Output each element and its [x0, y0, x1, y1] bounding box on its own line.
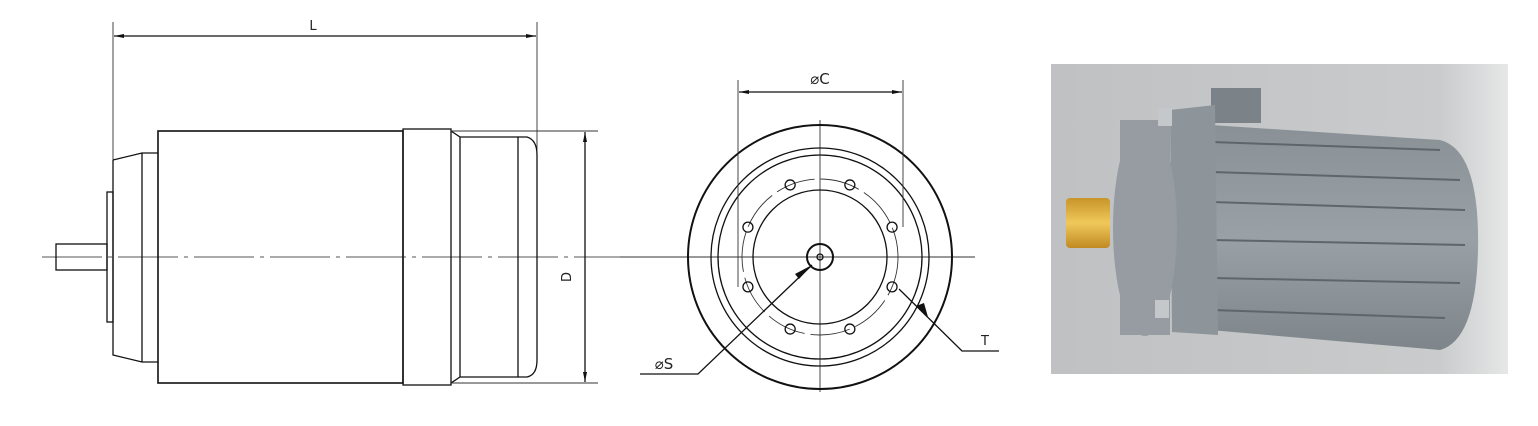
motor-housing [1210, 125, 1479, 350]
front-view: ⌀C ⌀S T [620, 70, 999, 392]
front-flange [112, 152, 158, 363]
rear-housing [450, 130, 518, 384]
bolt-hole [886, 281, 898, 293]
bolt-hole [844, 323, 856, 335]
cooling-fins [1211, 141, 1466, 319]
body-band [402, 128, 452, 386]
shaft-label: ⌀S [655, 355, 674, 373]
flange-circle [710, 147, 930, 367]
bolt-circle [741, 178, 899, 336]
front-cover-side [1120, 120, 1170, 335]
terminal-box [1211, 88, 1261, 123]
hole-label: T [980, 334, 989, 349]
side-view: L D [42, 19, 625, 386]
bolt-hole [742, 281, 754, 293]
bolt-hole [844, 179, 856, 191]
bolt-head [1158, 108, 1172, 126]
flange-ring [1170, 105, 1218, 335]
motor-photo [1051, 64, 1508, 374]
bolt-hole [784, 323, 796, 335]
bolt-hole [886, 221, 898, 233]
output-shaft [1066, 198, 1110, 248]
length-label: L [309, 19, 317, 34]
shaft-leader-arrow [795, 265, 812, 279]
shaft-leader [640, 264, 813, 375]
bolt-hole [742, 221, 754, 233]
bolt-hole [784, 179, 796, 191]
shaft-circle [806, 243, 834, 271]
outer-circle [687, 124, 953, 390]
bolt-holes [742, 179, 898, 335]
flange-inner-circle [717, 154, 923, 360]
hole-leader-arrow [916, 303, 928, 317]
bolt-head [1155, 300, 1169, 318]
end-cap [517, 136, 538, 378]
shaft-center [816, 253, 824, 261]
inner-circle [752, 189, 888, 325]
diameter-label: D [560, 272, 575, 282]
bolt-circle-label: ⌀C [810, 70, 830, 88]
